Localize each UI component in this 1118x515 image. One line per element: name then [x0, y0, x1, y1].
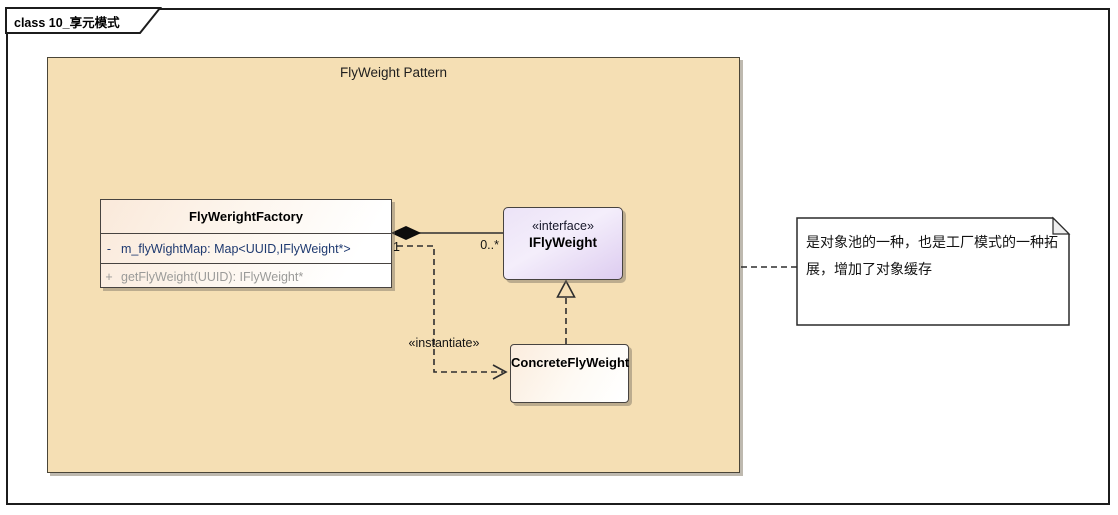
class-name: ConcreteFlyWeight: [511, 355, 630, 370]
operation-row[interactable]: + getFlyWeight(UUID): IFlyWeight*: [101, 263, 391, 289]
interface-stereotype: «interface»: [532, 219, 594, 233]
operation-signature: getFlyWeight(UUID): IFlyWeight*: [121, 269, 304, 284]
diagram-tab-label: class 10_享元模式: [14, 16, 120, 30]
boundary-title: FlyWeight Pattern: [339, 65, 448, 80]
class-flyweright-factory[interactable]: FlyWerightFactory - m_flyWightMap: Map<U…: [100, 199, 392, 288]
attribute-row[interactable]: - m_flyWightMap: Map<UUID,IFlyWeight*>: [101, 233, 391, 263]
interface-iflyweight[interactable]: «interface» IFlyWeight: [503, 207, 623, 280]
operation-visibility: +: [105, 269, 113, 284]
class-name: FlyWerightFactory: [189, 209, 303, 224]
instantiate-stereotype-label: «instantiate»: [408, 336, 480, 350]
interface-name: IFlyWeight: [528, 235, 597, 250]
attribute-visibility: -: [106, 241, 112, 256]
attribute-signature: m_flyWightMap: Map<UUID,IFlyWeight*>: [121, 241, 351, 256]
composition-source-multiplicity: 1: [393, 240, 400, 254]
class-concrete-flyweight[interactable]: ConcreteFlyWeight: [510, 344, 629, 403]
note-text: 是对象池的一种，也是工厂模式的一种拓展，增加了对象缓存: [806, 234, 1058, 277]
composition-target-multiplicity: 0..*: [480, 238, 499, 252]
